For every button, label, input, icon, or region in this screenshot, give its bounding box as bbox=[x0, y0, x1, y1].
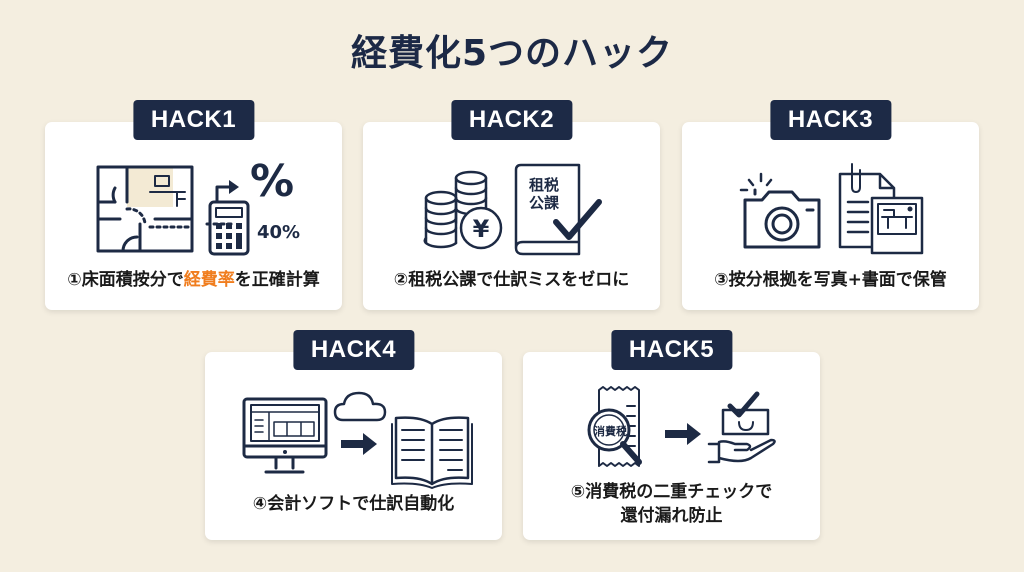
lens-label: 消費税 bbox=[594, 425, 627, 438]
book-title-line: 公課 bbox=[529, 194, 560, 212]
hack-card-1: HACK1 % 40% ①床面積按分で経費率を正確計算 bbox=[45, 100, 342, 310]
hack-badge: HACK2 bbox=[450, 100, 573, 140]
receipt-magnifier-icon bbox=[587, 386, 642, 467]
book-title-line: 租税 bbox=[529, 176, 560, 194]
camera-icon bbox=[739, 172, 821, 249]
caption-text: ①床面積按分で bbox=[67, 270, 184, 290]
hack-badge: HACK1 bbox=[132, 100, 255, 140]
hack-card-2: HACK2 ¥ 租税 公課 ②租税公課で仕訳ミスをゼロに bbox=[363, 100, 660, 310]
hack-badge: HACK3 bbox=[769, 100, 892, 140]
yen-symbol: ¥ bbox=[473, 215, 490, 243]
ledger-book-icon bbox=[391, 416, 473, 489]
hack-caption: ②租税公課で仕訳ミスをゼロに bbox=[393, 270, 630, 290]
hack-caption: ⑤消費税の二重チェックで 還付漏れ防止 bbox=[523, 480, 820, 528]
hack-badge: HACK5 bbox=[610, 330, 733, 370]
caption-text: を正確計算 bbox=[234, 270, 320, 290]
caption-highlight: 経費率 bbox=[183, 270, 235, 290]
caption-line: ⑤消費税の二重チェックで bbox=[570, 482, 773, 502]
percent-symbol: % bbox=[250, 156, 295, 207]
ratio-label: 40% bbox=[257, 222, 301, 243]
hack-card-3: HACK3 ③按分根拠を写真+書面で保管 bbox=[682, 100, 979, 310]
page-title: 経費化5つのハック bbox=[350, 33, 674, 74]
hack-caption: ④会計ソフトで仕訳自動化 bbox=[252, 494, 455, 514]
calculator-icon bbox=[205, 180, 250, 256]
floor-plan-icon bbox=[96, 165, 194, 253]
monitor-icon bbox=[242, 397, 328, 474]
hack-card-4: HACK4 ④会計ソフトで仕訳自動化 bbox=[205, 330, 502, 540]
arrow-icon bbox=[665, 423, 701, 445]
book-title: 租税 公課 bbox=[529, 176, 559, 212]
coins-icon: ¥ bbox=[423, 170, 503, 250]
hack-card-5: HACK5 消費税 ⑤消費税の二重チェックで 還付漏れ防止 bbox=[523, 330, 820, 540]
hack-caption: ①床面積按分で経費率を正確計算 bbox=[45, 268, 342, 292]
book-icon bbox=[514, 163, 602, 256]
refund-hand-icon bbox=[707, 391, 776, 464]
hack-caption: ③按分根拠を写真+書面で保管 bbox=[714, 270, 947, 290]
hack-badge: HACK4 bbox=[292, 330, 415, 370]
caption-line: 還付漏れ防止 bbox=[620, 506, 723, 526]
arrow-icon bbox=[341, 433, 377, 455]
document-photo-icon bbox=[838, 163, 924, 255]
cloud-icon bbox=[333, 391, 387, 422]
